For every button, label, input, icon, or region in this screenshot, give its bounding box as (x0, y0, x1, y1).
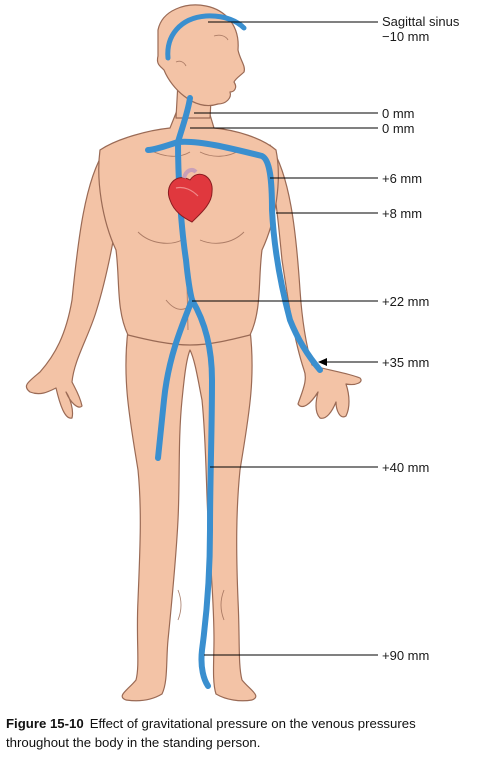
caption-text: Effect of gravitational pressure on the … (6, 716, 416, 750)
label-thigh: +40 mm (382, 460, 430, 475)
label-ankle: +90 mm (382, 648, 430, 663)
heart-illustration (168, 168, 213, 223)
label-sagittal-pressure: −10 mm (382, 29, 430, 44)
label-abdomen: +22 mm (382, 294, 430, 309)
venous-system (145, 13, 323, 689)
label-sagittal-sinus: Sagittal sinus (382, 14, 460, 29)
label-arm-upper: +8 mm (382, 206, 423, 221)
label-jugular-upper: 0 mm (382, 106, 415, 121)
wrist-arrowhead (318, 358, 327, 366)
venous-pressure-diagram (25, 4, 378, 702)
figure-number: Figure 15-10 (6, 716, 84, 731)
label-wrist: +35 mm (382, 355, 430, 370)
label-jugular-lower: 0 mm (382, 121, 415, 136)
human-body-figure (25, 4, 362, 702)
leader-lines (190, 21, 378, 656)
label-subclavian: +6 mm (382, 171, 423, 186)
